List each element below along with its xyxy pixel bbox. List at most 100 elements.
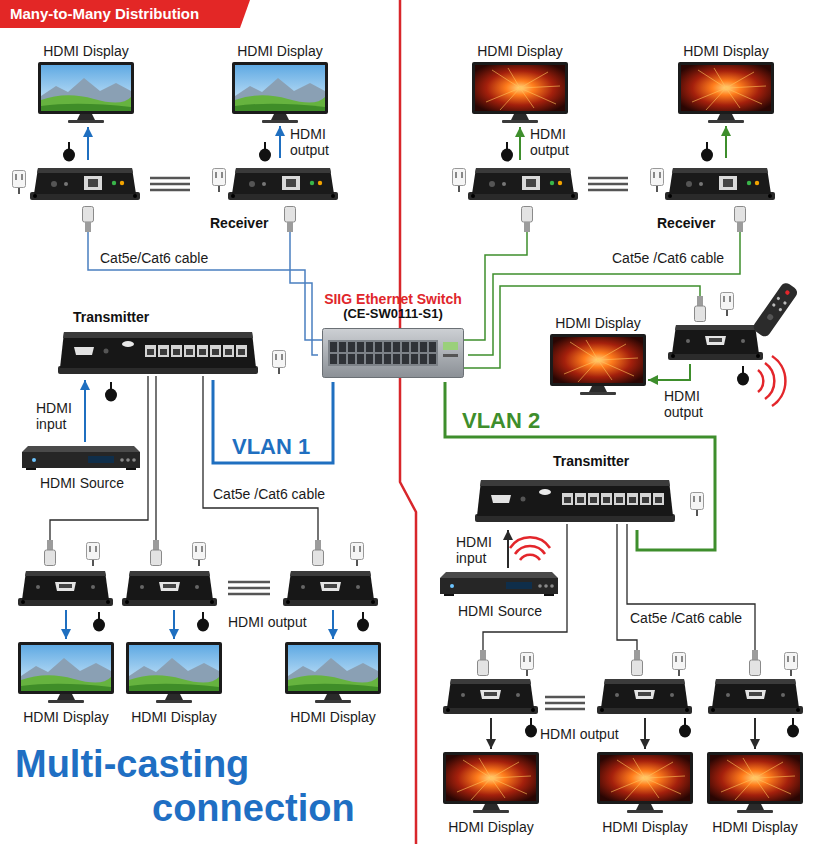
receiver-device (283, 571, 378, 606)
switch-node: SIIG Ethernet Switch(CE-SW0111-S1) (318, 290, 468, 382)
display-node: HDMI Display (597, 750, 693, 836)
display-label: HDMI Display (712, 819, 798, 835)
cable-lines (50, 232, 755, 650)
ethernet-switch (323, 329, 464, 378)
ir-sensor (357, 612, 369, 632)
edge-label: HDMI output (290, 126, 340, 158)
power-adapter (87, 543, 100, 567)
display-node: HDMI Display (707, 750, 803, 836)
annotation-label: Cat5e /Cat6 cable (213, 486, 325, 502)
receiver-node: Receiver (208, 158, 340, 232)
caption: Multi-casting connection (15, 742, 367, 830)
rj45-plug (695, 296, 706, 322)
cable-connector (279, 126, 281, 158)
ir-sensor (787, 718, 799, 738)
device-label: Receiver (210, 215, 268, 231)
rj45-plug (45, 540, 56, 566)
hdmi-arrow (87, 127, 89, 160)
receiver-device (665, 168, 775, 200)
ir-sensor (501, 142, 513, 162)
device-label: SIIG Ethernet Switch (324, 291, 462, 307)
transmitter-node: Transmitter (470, 452, 682, 530)
display-label: HDMI Display (477, 43, 563, 59)
power-adapter (651, 169, 664, 193)
ellipsis-symbol (150, 178, 190, 190)
ellipsis-symbol (545, 697, 585, 709)
cable-connector (445, 382, 715, 550)
cable-connector (725, 126, 727, 158)
ir-sensor (105, 382, 117, 402)
display-screen (550, 334, 646, 395)
hdmi-arrow (519, 127, 521, 160)
display-label: HDMI Display (290, 709, 376, 725)
source-node: HDMI Source (438, 568, 562, 620)
power-adapter (453, 169, 466, 193)
display-node: HDMI Display (550, 314, 646, 398)
device-label: HDMI Source (458, 603, 542, 619)
device-label: HDMI Source (40, 475, 124, 491)
receiver-device (30, 168, 140, 200)
transmitter-node: Transmitter (55, 308, 267, 380)
display-screen (126, 642, 222, 703)
ir-sensor (525, 718, 537, 738)
hdmi-arrow (490, 718, 492, 749)
cable-line (203, 376, 318, 540)
diagram-title: Many-to-Many Distribution (10, 5, 199, 22)
display-screen (443, 752, 539, 813)
hdmi-arrow (173, 610, 175, 639)
rj45-plug (313, 540, 324, 566)
remote-control (751, 281, 799, 339)
cable-connector (507, 530, 509, 568)
ir-sensor (737, 366, 749, 386)
cable-line (464, 286, 700, 368)
ir-sensor (63, 142, 75, 162)
power-adapter (673, 653, 686, 677)
rj45-plug (522, 207, 533, 233)
source-node: HDMI Source (20, 442, 144, 492)
ellipsis-symbol (228, 582, 270, 594)
rj45-plug (478, 650, 489, 676)
ir-sensor (93, 612, 105, 632)
display-screen (285, 642, 381, 703)
transmitter-device (475, 480, 675, 522)
annotation-label: Cat5e/Cat6 cable (100, 250, 208, 266)
hdmi-output-arrows (66, 127, 755, 749)
display-screen (232, 62, 328, 123)
cable-line (483, 524, 567, 650)
cable-connector (468, 232, 740, 355)
ir-sensor (679, 718, 691, 738)
device-label: (CE-SW0111-S1) (343, 307, 443, 322)
title-banner (0, 0, 250, 28)
rj45-plug (151, 540, 162, 566)
power-adapter (785, 653, 798, 677)
display-label: HDMI Display (683, 43, 769, 59)
display-screen (472, 62, 568, 123)
display-label: HDMI Display (23, 709, 109, 725)
cable-connector (213, 380, 333, 463)
display-node: HDMI Display (678, 42, 774, 126)
receiver-device (18, 571, 113, 606)
display-label: HDMI Display (602, 819, 688, 835)
device-label: Transmitter (73, 309, 149, 325)
hdmi-arrow (644, 718, 646, 749)
receiver-device (443, 679, 538, 714)
edge-label: HDMI input (36, 400, 82, 432)
edge-label: VLAN 2 (462, 408, 540, 433)
ir-signal (758, 356, 785, 406)
ir-sensor (701, 142, 713, 162)
receiver-device (668, 325, 763, 360)
cable-connector (290, 232, 318, 355)
rj45-plug (750, 650, 761, 676)
receiver-device (228, 168, 338, 200)
hdmi-arrow (754, 718, 756, 749)
display-node: HDMI Display (232, 42, 328, 126)
display-node: HDMI Display (443, 750, 539, 836)
receiver-device (468, 168, 578, 200)
edge-label: HDMI input (456, 534, 502, 566)
display-label: HDMI Display (43, 43, 129, 59)
rj45-plug (632, 650, 643, 676)
ir-sensor (197, 612, 209, 632)
annotation-label: HDMI output (664, 388, 714, 420)
